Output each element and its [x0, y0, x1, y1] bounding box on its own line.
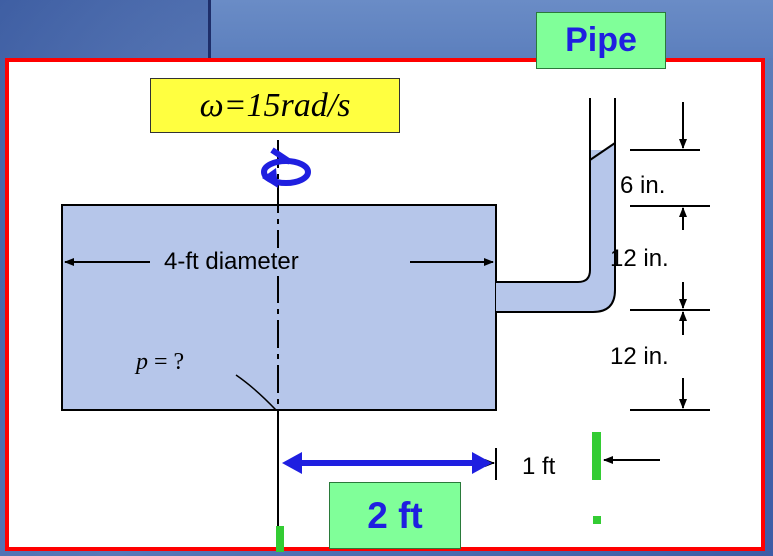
- pipe-label: Pipe: [565, 21, 637, 59]
- pressure-leader: [235, 374, 277, 411]
- pressure-question: = ?: [148, 349, 185, 375]
- omega-text: ω=15rad/s: [199, 86, 351, 124]
- two-ft-label: 2 ft: [367, 494, 423, 536]
- pressure-symbol: p: [136, 349, 148, 375]
- green-marker-dot: [593, 516, 601, 524]
- depth-12in-upper-label: 12 in.: [610, 245, 669, 272]
- pipe-inner-wall: [496, 98, 591, 283]
- offset-1ft-label: 1 ft: [522, 453, 556, 480]
- rotation-arrow-icon: [261, 147, 311, 188]
- depth-12in-lower-label: 12 in.: [610, 343, 669, 370]
- diameter-label: 4-ft diameter: [158, 248, 305, 276]
- green-marker-pipe: [592, 432, 601, 480]
- green-marker-axis: [276, 526, 284, 552]
- depth-6in-label: 6 in.: [620, 172, 666, 199]
- pipe-outer-wall: [496, 98, 616, 313]
- two-ft-label-box: 2 ft: [329, 482, 461, 549]
- pipe-empty-section: [590, 95, 615, 150]
- angular-velocity-label: ω=15rad/s: [150, 78, 400, 133]
- two-ft-arrowhead-left: [282, 452, 302, 474]
- pipe-free-surface: [589, 142, 616, 161]
- header-panel: [208, 0, 773, 58]
- pressure-query-label: p = ?: [136, 349, 184, 376]
- two-ft-arrowhead-right: [472, 452, 492, 474]
- pipe-label-box: Pipe: [536, 12, 666, 69]
